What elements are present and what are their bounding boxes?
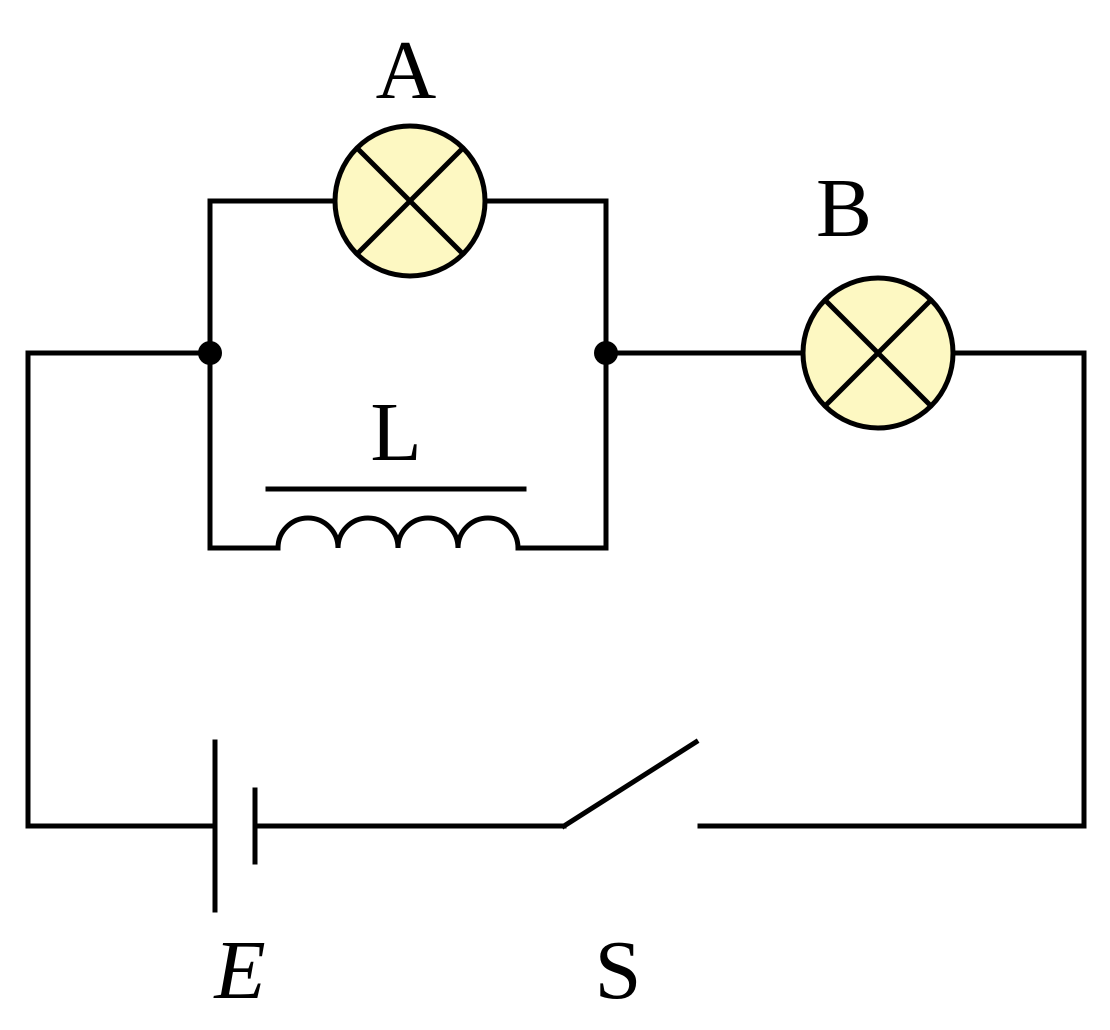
parallel-branch: [207, 198, 609, 551]
wire-upper-right: [483, 198, 609, 551]
inductor: [265, 486, 527, 551]
wire-upper-left: [207, 198, 337, 551]
lamp-b: [800, 275, 956, 431]
open-switch-icon: [560, 738, 700, 830]
lamp-b-label: B: [816, 162, 872, 255]
lamp-b-cross-2: [823, 298, 933, 408]
switch-label: S: [595, 924, 642, 1017]
wire-left: [25, 350, 215, 829]
battery-label: E: [213, 924, 265, 1017]
lamp-a-cross-2: [355, 146, 465, 256]
wire-right: [697, 350, 1087, 829]
lamp-a-label: A: [376, 24, 437, 117]
inductor-label: L: [370, 386, 421, 479]
outer-wires: [25, 350, 1087, 829]
lamp-a: [332, 123, 488, 279]
switch-lever: [560, 738, 700, 830]
junction-node-right: [594, 341, 618, 365]
junction-node-left: [198, 341, 222, 365]
battery-icon: [212, 739, 258, 913]
inductor-coil-icon: [275, 515, 521, 551]
